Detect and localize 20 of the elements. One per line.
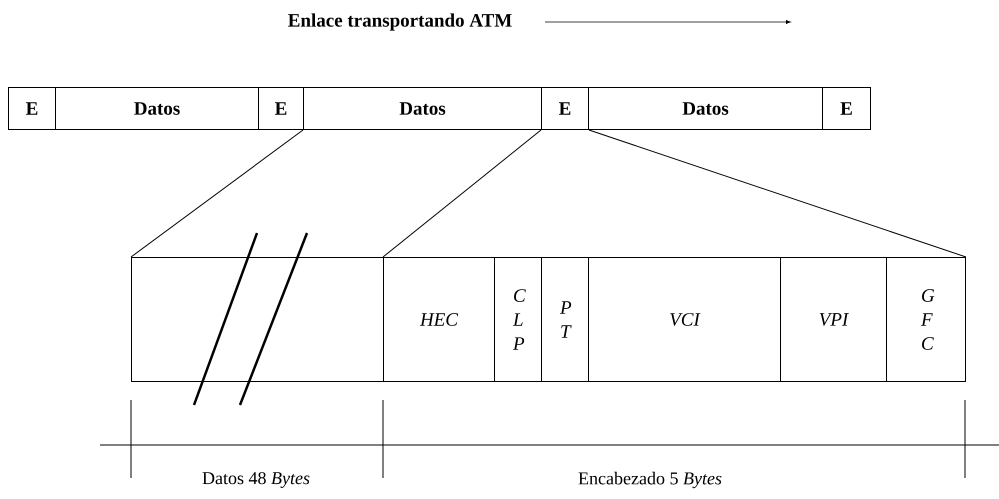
dimension-label: Encabezado 5 Bytes xyxy=(578,472,722,488)
data-cell: Datos xyxy=(303,87,542,130)
field-cell: C L P xyxy=(494,257,542,382)
data-cell: Datos xyxy=(55,87,259,130)
header-cell: E xyxy=(822,87,871,130)
header-cell: E xyxy=(8,87,56,130)
header-cell: E xyxy=(258,87,304,130)
field-cell: VCI xyxy=(588,257,781,382)
field-cell: VPI xyxy=(780,257,887,382)
payload-box xyxy=(131,257,384,382)
expansion-line xyxy=(588,130,966,258)
data-cell: Datos xyxy=(588,87,823,130)
dimension-label: Datos 48 Bytes xyxy=(202,472,310,488)
expansion-line xyxy=(382,130,542,258)
expansion-line xyxy=(130,130,304,258)
field-cell: G F C xyxy=(886,257,966,382)
title: Enlace transportando ATM xyxy=(288,13,512,31)
header-cell: E xyxy=(541,87,589,130)
field-cell: HEC xyxy=(383,257,495,382)
field-cell: P T xyxy=(541,257,589,382)
